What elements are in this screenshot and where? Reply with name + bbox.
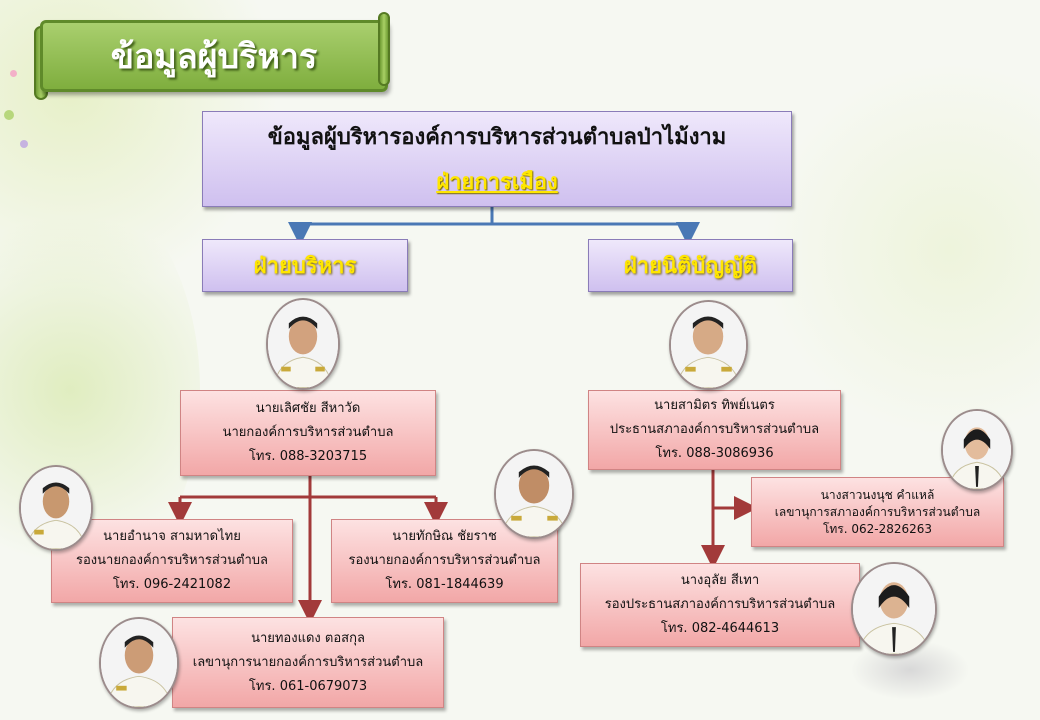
person-position: นายกองค์การบริหารส่วนตำบล [222,425,394,440]
portrait-executive-secretary [99,617,179,709]
person-box-council-secretary: นางสาวนงนุช คำแหล้ เลขานุการสภาองค์การบร… [751,477,1004,547]
branch-executive-label: ฝ่ายบริหาร [253,254,357,279]
branch-legislative: ฝ่ายนิติบัญญัติ [588,239,793,292]
person-name: นางสาวนงนุช คำแหล้ [820,487,935,502]
person-position: รองนายกองค์การบริหารส่วนตำบล [348,553,541,568]
portrait-council-vice-chair [851,562,937,656]
person-name: นายทองแดง ตอสกุล [251,630,365,646]
person-box-mayor: นายเลิศชัย สีหาวัด นายกองค์การบริหารส่วน… [180,390,436,476]
branch-executive: ฝ่ายบริหาร [202,239,408,292]
header-title: ข้อมูลผู้บริหารองค์การบริหารส่วนตำบลป่าไ… [267,125,727,150]
person-name: นายอำนาจ สามหาดไทย [103,529,241,544]
person-phone: โทร. 088-3086936 [655,446,774,461]
person-position: รองประธานสภาองค์การบริหารส่วนตำบล [604,597,836,612]
person-name: นายสามิตร ทิพย์เนตร [654,398,775,413]
person-name: นายเลิศชัย สีหาวัด [255,401,361,416]
person-phone: โทร. 062-2826263 [822,521,933,536]
header-box: ข้อมูลผู้บริหารองค์การบริหารส่วนตำบลป่าไ… [202,111,792,207]
portrait-deputy-1 [19,465,93,551]
person-box-council-vice-chair: นางอุลัย สีเทา รองประธานสภาองค์การบริหาร… [580,563,860,647]
person-position: รองนายกองค์การบริหารส่วนตำบล [76,553,268,568]
person-box-executive-secretary: นายทองแดง ตอสกุล เลขานุการนายกองค์การบริ… [172,617,444,708]
person-phone: โทร. 061-0679073 [248,678,368,694]
person-phone: โทร. 082-4644613 [660,621,780,636]
header-subtitle: ฝ่ายการเมือง [436,170,558,195]
portrait-mayor [266,298,340,390]
person-phone: โทร. 081-1844639 [385,577,504,592]
banner-title: ข้อมูลผู้บริหาร [110,37,318,77]
person-position: เลขานุการนายกองค์การบริหารส่วนตำบล [192,654,424,670]
person-name: นางอุลัย สีเทา [680,573,760,588]
portrait-deputy-2 [494,449,574,539]
branch-legislative-label: ฝ่ายนิติบัญญัติ [623,254,758,279]
person-phone: โทร. 088-3203715 [248,449,368,464]
banner-scroll-right [378,12,390,86]
person-name: นายทักษิณ ชัยราช [392,529,497,544]
person-box-council-chair: นายสามิตร ทิพย์เนตร ประธานสภาองค์การบริห… [588,390,841,470]
person-box-deputy-1: นายอำนาจ สามหาดไทย รองนายกองค์การบริหารส… [51,519,293,603]
person-position: ประธานสภาองค์การบริหารส่วนตำบล [609,422,820,437]
portrait-council-chair [669,300,748,390]
banner [40,20,388,92]
person-position: เลขานุการสภาองค์การบริหารส่วนตำบล [774,504,981,519]
person-phone: โทร. 096-2421082 [112,577,232,592]
portrait-council-secretary [941,409,1013,491]
